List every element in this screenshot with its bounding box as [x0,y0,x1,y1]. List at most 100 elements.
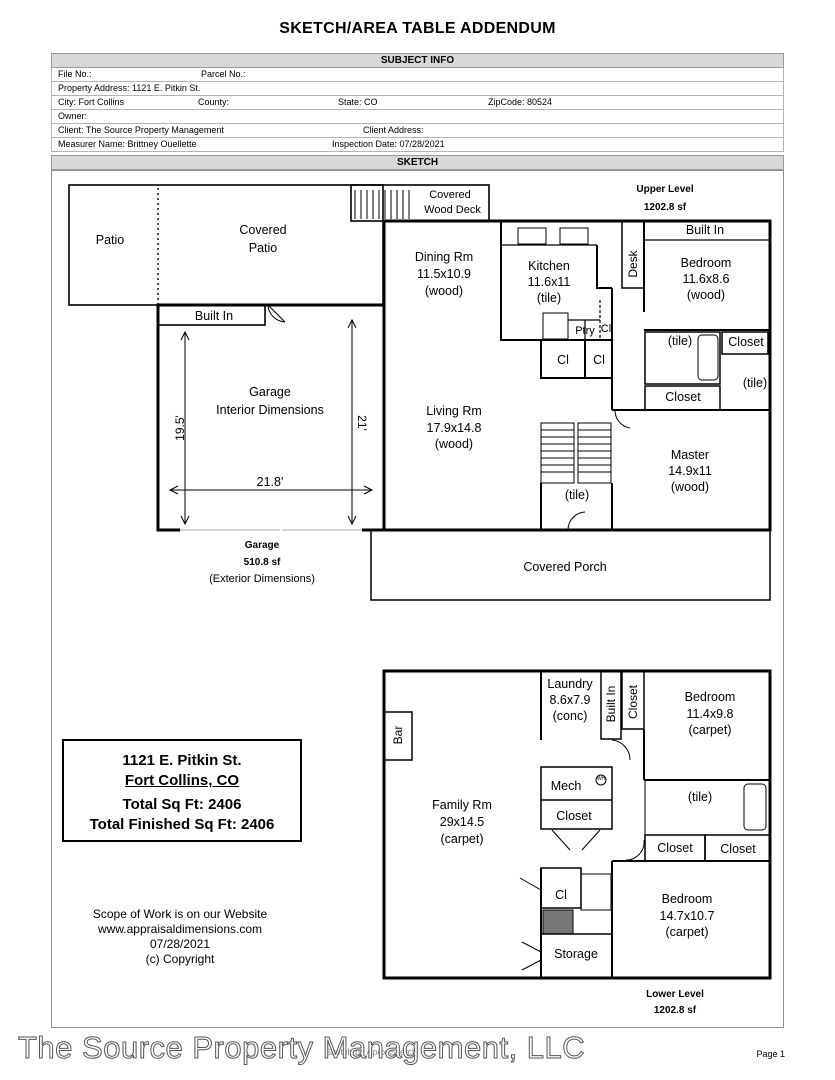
garage-caption-area: 510.8 sf [243,557,281,568]
subject-info-header: SUBJECT INFO [51,53,784,68]
scope-of-work: Scope of Work is on our Website www.appr… [70,907,290,967]
living-name: Living Rm [426,404,482,418]
info-row-client: Client: The Source Property Management C… [51,124,784,138]
mech-label: Mech [550,779,582,793]
parcel-no: Parcel No.: [201,69,246,79]
small-closet-label: Cl [600,323,612,335]
lower-cl-label: Cl [555,888,567,902]
file-no: File No.: [58,69,92,79]
lower-closet-vertical: Closet [626,685,640,720]
bedroom1-dim: 11.4x9.8 [686,707,734,721]
covered-deck-line1: Covered [429,189,471,201]
dining-floor: (wood) [424,284,464,298]
closet-a-label: Closet [657,841,693,855]
garage-interior-line2: Interior Dimensions [216,403,324,417]
sketch-software-credit: Sketch by Apex Sketch [325,1047,418,1057]
client-address: Client Address: [363,125,424,135]
family-dim: 29x14.5 [439,815,485,829]
upper-level-area: 1202.8 sf [643,202,687,213]
pantry-label: Ptry [575,325,595,337]
master-dim: 14.9x11 [668,464,712,478]
summary-finished: Total Finished Sq Ft: 2406 [89,816,275,833]
living-dim: 17.9x14.8 [426,421,482,435]
owner: Owner: [58,111,88,121]
zipcode: ZipCode: 80524 [488,97,553,107]
bedroom-upper-dim: 11.6x8.6 [682,272,730,286]
bedroom-upper-name: Bedroom [680,256,732,270]
covered-patio-line1: Covered [239,223,287,237]
covered-patio-line2: Patio [248,241,278,255]
lower-level-name: Lower Level [646,989,704,1000]
bedroom1-floor: (carpet) [688,723,732,737]
bedroom2-name: Bedroom [661,892,713,906]
lower-built-in-label: Built In [604,685,618,723]
info-row-city: City: Fort Collins County: State: CO Zip… [51,96,784,110]
laundry-floor: (conc) [552,709,588,723]
kitchen-floor: (tile) [536,291,562,305]
closet1-label: Closet [728,335,764,349]
stair-tile-label: (tile) [564,488,590,502]
dining-name: Dining Rm [414,250,474,264]
info-row-owner: Owner: [51,110,784,124]
upper-level-name: Upper Level [636,184,694,195]
family-floor: (carpet) [440,832,484,846]
tile2-label: (tile) [742,376,768,390]
master-name: Master [670,448,710,462]
page-title: SKETCH/AREA TABLE ADDENDUM [279,20,556,37]
laundry-name: Laundry [547,677,593,691]
covered-porch-label: Covered Porch [523,560,607,574]
closet2-label: Closet [665,390,701,404]
garage-built-in-label: Built In [194,309,234,323]
summary-street: 1121 E. Pitkin St. [122,752,242,769]
scope-website-link[interactable]: www.appraisaldimensions.com [97,922,263,936]
closet-cl2-label: Cl [593,353,605,367]
state: State: CO [338,97,378,107]
closet-cl1-label: Cl [557,353,569,367]
bedroom-upper-floor: (wood) [686,288,726,302]
scope-date: 07/28/2021 [149,937,211,951]
bedroom2-dim: 14.7x10.7 [659,909,715,923]
mech-closet-label: Closet [556,809,592,823]
lower-tile-label: (tile) [687,790,713,804]
sketch-header: SKETCH [51,155,784,170]
living-floor: (wood) [434,437,474,451]
property-address: Property Address: 1121 E. Pitkin St. [58,83,201,93]
dining-dim: 11.5x10.9 [417,267,471,281]
family-name: Family Rm [432,798,492,812]
summary-city: Fort Collins, CO [124,772,240,789]
info-row-measurer: Measurer Name: Brittney Ouellette Inspec… [51,138,784,152]
bedroom1-name: Bedroom [684,690,736,704]
laundry-dim: 8.6x7.9 [549,693,591,707]
bath-tile-label: (tile) [667,334,693,348]
covered-deck-line2: Wood Deck [424,204,481,216]
water-heater-icon: WH [596,776,606,782]
page-number: Page 1 [756,1049,785,1059]
sketch-frame [51,170,784,1028]
scope-line1: Scope of Work is on our Website [92,907,268,921]
lower-level-area: 1202.8 sf [653,1005,697,1016]
bar-label: Bar [391,725,405,745]
info-row-address: Property Address: 1121 E. Pitkin St. [51,82,784,96]
county: County: [198,97,230,107]
measurer: Measurer Name: Brittney Ouellette [58,139,197,149]
watermark: The Source Property Management, LLC [17,1030,586,1066]
master-floor: (wood) [670,480,710,494]
scope-copyright: (c) Copyright [145,952,215,966]
city: City: Fort Collins [58,97,125,107]
bedroom2-floor: (carpet) [665,925,709,939]
garage-interior-line1: Garage [249,385,291,399]
kitchen-dim: 11.6x11 [527,275,571,289]
garage-caption-note: (Exterior Dimensions) [209,573,315,585]
garage-caption-name: Garage [244,540,280,551]
garage-dim-width: 21.8' [256,475,284,489]
kitchen-name: Kitchen [528,259,570,273]
address-summary-box: 1121 E. Pitkin St. Fort Collins, CO Tota… [62,739,302,842]
desk-label: Desk [626,250,640,278]
info-row-file: File No.: Parcel No.: [51,68,784,82]
garage-dim-right: 21' [355,415,369,431]
built-in-top-label: Built In [685,223,725,237]
patio-label: Patio [95,233,125,247]
client: Client: The Source Property Management [58,125,224,135]
summary-total: Total Sq Ft: 2406 [122,796,242,813]
